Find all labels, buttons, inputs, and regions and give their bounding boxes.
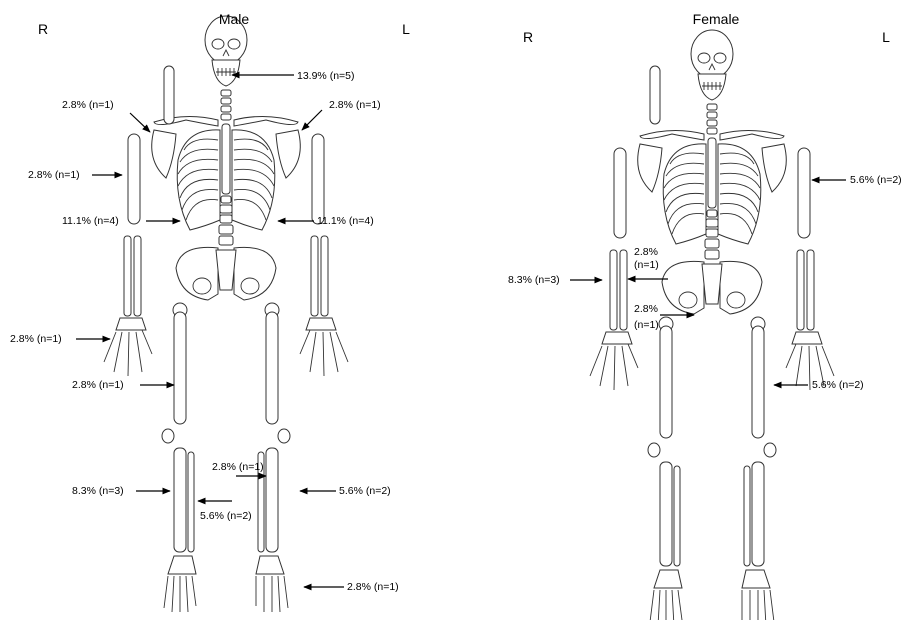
male-stray-bone — [164, 66, 174, 124]
male-right-side-label: R — [38, 21, 48, 37]
female-panel-title: Female — [693, 11, 740, 27]
female-stray-bone — [650, 66, 660, 124]
male-left-side-label: L — [402, 21, 410, 37]
female-right-forearm-label: 8.3% (n=3) — [508, 274, 560, 286]
male-right-femur-label: 2.8% (n=1) — [72, 379, 124, 391]
female-right-side-label: R — [523, 29, 533, 45]
male-panel: Male R L 13.9% (n=5) 2.8% (n=1) 2.8% (n=… — [10, 11, 660, 612]
male-right-tibia-label: 8.3% (n=3) — [72, 485, 124, 497]
male-skull-label: 13.9% (n=5) — [297, 70, 355, 82]
male-left-tibia-label: 2.8% (n=1) — [212, 461, 264, 473]
female-right-radius-count: (n=1) — [634, 259, 659, 271]
female-left-femur-label: 5.6% (n=2) — [812, 379, 864, 391]
female-pelvis-count: (n=1) — [634, 319, 659, 331]
male-right-humerus-label: 2.8% (n=1) — [28, 169, 80, 181]
male-right-hand-label: 2.8% (n=1) — [10, 333, 62, 345]
male-right-clavicle-arrow — [130, 113, 150, 132]
male-left-clavicle-label: 2.8% (n=1) — [329, 99, 381, 111]
male-right-fibula-label: 5.6% (n=2) — [200, 510, 252, 522]
male-left-ribs-label: 11.1% (n=4) — [317, 215, 374, 227]
male-skeleton — [104, 16, 348, 612]
female-pelvis-percent: 2.8% — [634, 303, 658, 315]
male-right-ribs-label: 11.1% (n=4) — [62, 215, 119, 227]
female-skeleton — [590, 30, 834, 620]
female-left-side-label: L — [882, 29, 890, 45]
male-left-fibula-label: 5.6% (n=2) — [339, 485, 391, 497]
female-panel: Female R L 5.6% (n=2) 2.8% (n=1) 8.3% (n… — [508, 11, 902, 620]
male-left-clavicle-arrow — [302, 110, 322, 130]
male-left-foot-label: 2.8% (n=1) — [347, 581, 399, 593]
female-right-radius-percent: 2.8% — [634, 246, 658, 258]
female-left-humerus-label: 5.6% (n=2) — [850, 174, 902, 186]
male-panel-title: Male — [219, 11, 250, 27]
male-right-clavicle-label: 2.8% (n=1) — [62, 99, 114, 111]
